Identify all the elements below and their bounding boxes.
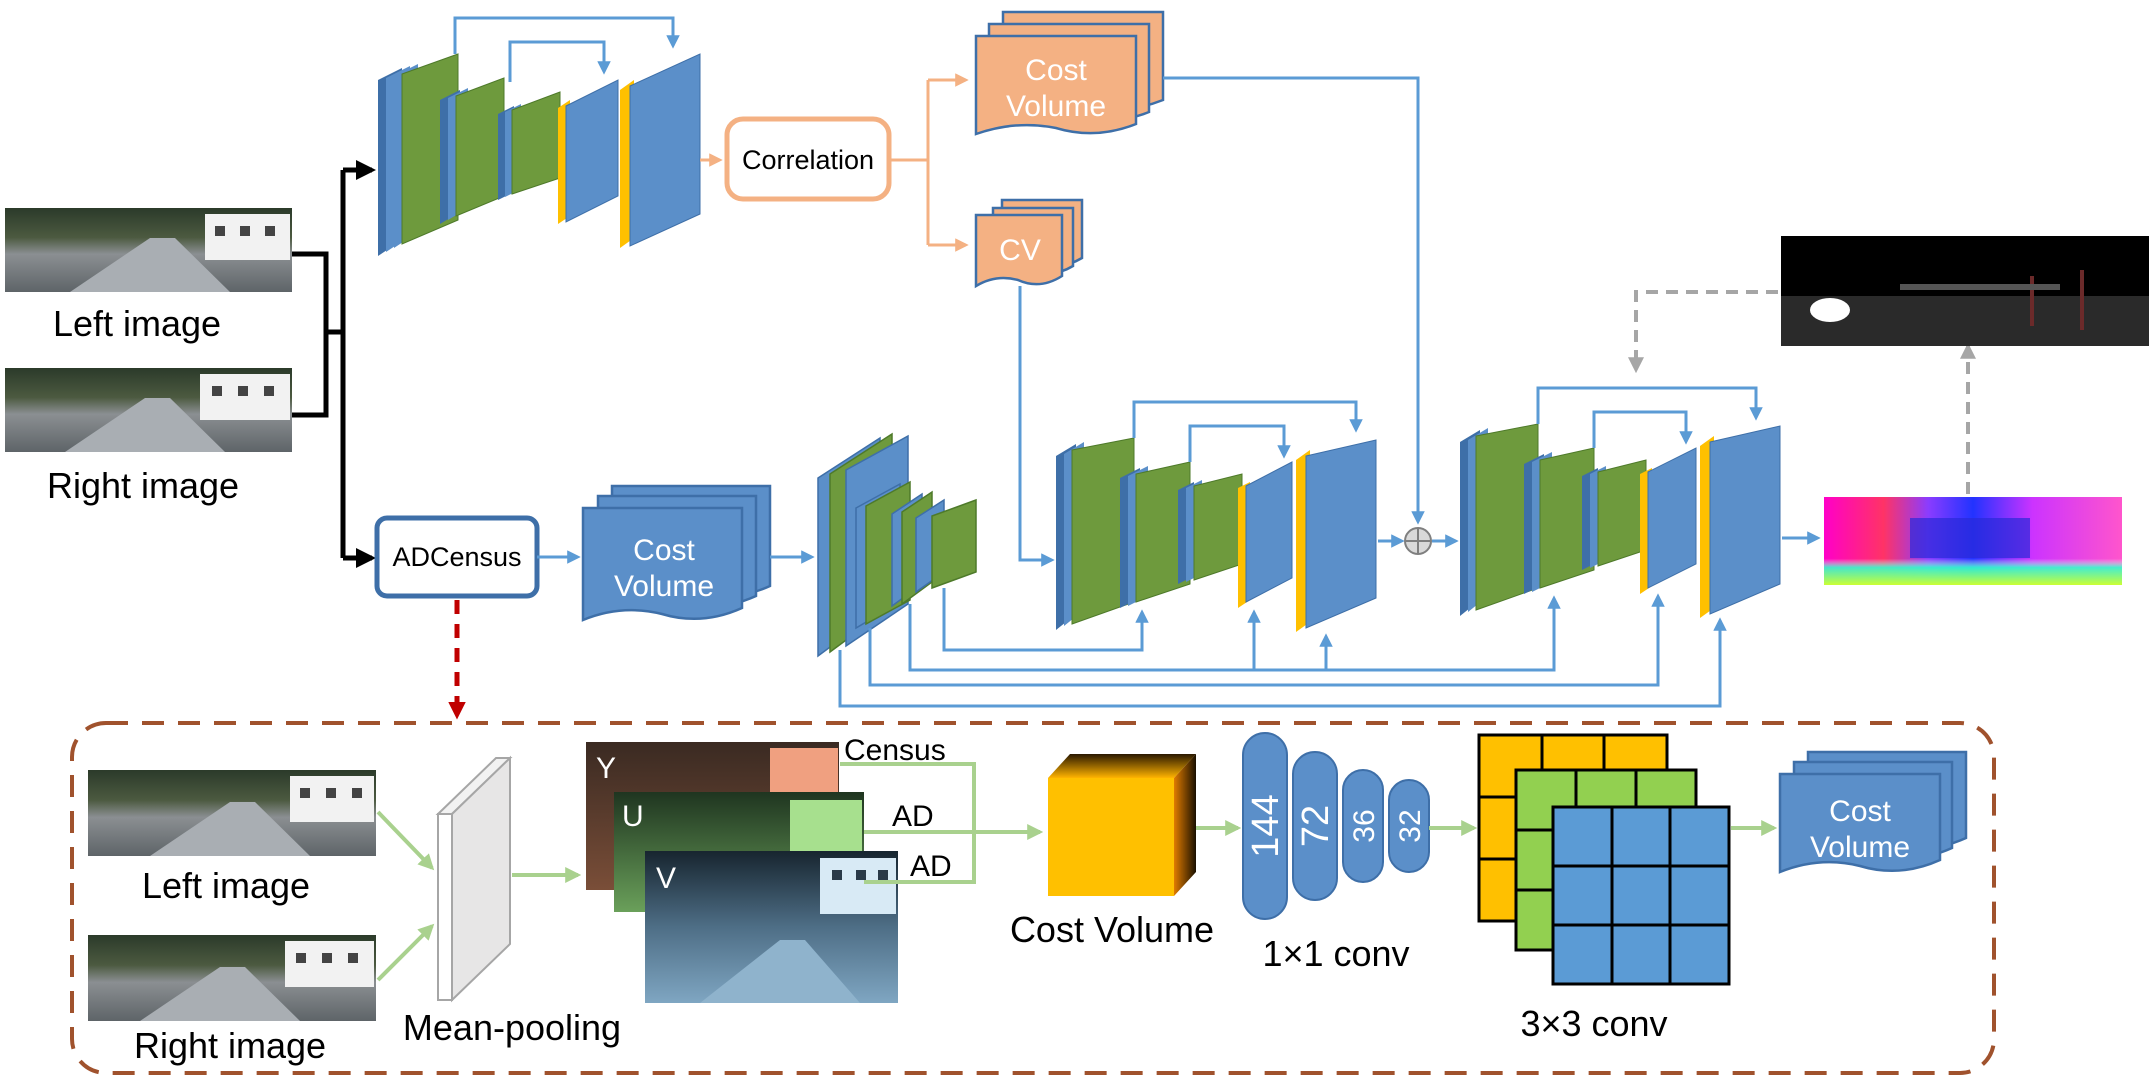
detail-left-image-thumbnail bbox=[88, 770, 376, 856]
images-to-pooling-arrows bbox=[376, 810, 435, 982]
detail-output-line2: Volume bbox=[1810, 831, 1910, 864]
costvolume-to-sum-arrow bbox=[1163, 76, 1425, 525]
conv1x1-stack bbox=[1242, 732, 1430, 920]
sparse-to-hourglass2-arrow bbox=[1628, 290, 1778, 374]
detail-right-image-label: Right image bbox=[134, 1025, 326, 1066]
conv1x1-channel-32: 32 bbox=[1394, 809, 1427, 842]
correlation-output-arrows bbox=[889, 73, 969, 252]
adcensus-label: ADCensus bbox=[392, 542, 521, 572]
detail-left-image-label: Left image bbox=[142, 865, 310, 906]
adcensus-detail-frame bbox=[70, 721, 1996, 1075]
input-split-arrows bbox=[292, 160, 376, 568]
detail-right-image-thumbnail bbox=[88, 935, 376, 1021]
cv-label: CV bbox=[999, 234, 1041, 267]
right-image-label: Right image bbox=[47, 465, 239, 506]
mean-pooling-slab bbox=[435, 755, 513, 1003]
cost-volume-cube-label: Cost Volume bbox=[1010, 909, 1214, 950]
ad-label-2: AD bbox=[910, 850, 952, 883]
cost-volume-cube bbox=[1048, 754, 1196, 896]
top-skip-connections bbox=[453, 16, 680, 82]
cost-volume-blue-line1: Cost bbox=[633, 534, 695, 567]
cv-to-hourglass1-arrow bbox=[1018, 286, 1055, 567]
conv1x1-channel-144: 144 bbox=[1245, 794, 1287, 857]
sparse-ground-truth-image bbox=[1781, 236, 2149, 346]
hourglass-1 bbox=[1056, 437, 1377, 632]
detail-output-cost-volume-stack bbox=[1778, 750, 1968, 874]
top-feature-extractor bbox=[378, 53, 701, 256]
cost-volume-blue-stack bbox=[581, 484, 772, 622]
mean-pooling-label: Mean-pooling bbox=[403, 1007, 621, 1048]
channel-v-label: V bbox=[656, 862, 676, 895]
conv1x1-channel-72: 72 bbox=[1295, 805, 1337, 847]
cost-volume-orange-line1: Cost bbox=[1025, 54, 1087, 87]
census-label: Census bbox=[844, 734, 946, 767]
left-image-thumbnail bbox=[5, 208, 292, 292]
conv3x3-label: 3×3 conv bbox=[1520, 1003, 1667, 1044]
hourglass-1-skip-connections bbox=[1132, 400, 1363, 462]
cost-volume-orange-line2: Volume bbox=[1006, 90, 1106, 123]
right-image-thumbnail bbox=[5, 368, 292, 452]
yuv-to-costvolume-lines bbox=[840, 762, 1044, 884]
encoder-skip-connections bbox=[838, 588, 1727, 708]
left-image-label: Left image bbox=[53, 303, 221, 344]
conv3x3-grid-blue bbox=[1551, 805, 1731, 986]
disparity-map-output bbox=[1824, 497, 2122, 585]
channel-v-image bbox=[645, 851, 898, 1003]
hourglass-2 bbox=[1460, 423, 1781, 618]
cost-volume-blue-line2: Volume bbox=[614, 570, 714, 603]
conv1x1-label: 1×1 conv bbox=[1262, 933, 1409, 974]
channel-y-label: Y bbox=[596, 752, 616, 785]
circle-plus-icon bbox=[1404, 527, 1432, 555]
conv1x1-channel-36: 36 bbox=[1348, 809, 1381, 842]
encoder-3d bbox=[817, 432, 977, 658]
channel-u-label: U bbox=[622, 800, 644, 833]
correlation-label: Correlation bbox=[742, 145, 874, 175]
cv-orange-stack bbox=[974, 198, 1084, 289]
detail-output-line1: Cost bbox=[1829, 795, 1891, 828]
ad-label-1: AD bbox=[892, 800, 934, 833]
cost-volume-orange-stack bbox=[974, 10, 1165, 136]
hourglass-2-skip-connections bbox=[1536, 386, 1763, 448]
